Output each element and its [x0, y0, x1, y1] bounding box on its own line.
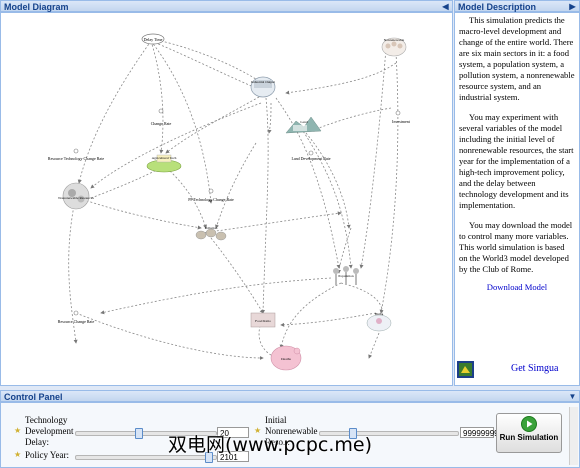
control-panel-title: Control Panel	[4, 392, 63, 402]
download-model-link[interactable]: Download Model	[486, 282, 548, 292]
node-industrial-output-label: Industrial Output	[251, 80, 275, 84]
run-simulation-button[interactable]: Run Simulation	[496, 413, 562, 453]
node-population[interactable]: Population	[333, 266, 359, 285]
model-description-title: Model Description	[458, 2, 537, 12]
initial-nonrenewable-label-line1: Initial	[265, 415, 287, 425]
policy-year-slider-thumb[interactable]	[205, 452, 214, 463]
description-paragraph-2: You may experiment with several variable…	[459, 112, 574, 210]
star-icon: ★	[14, 450, 22, 459]
initial-nonrenewable-input[interactable]: 999999999	[460, 427, 503, 438]
collapse-left-icon[interactable]: ◀	[442, 2, 449, 11]
initial-nonrenewable-label-line2: Nonrenewable	[265, 426, 318, 436]
get-simgua-link[interactable]: Get Simgua	[511, 363, 559, 374]
model-description-header: Model Description ▶	[454, 0, 580, 12]
model-diagram-header: Model Diagram ◀	[0, 0, 453, 12]
node-births-label: Births	[375, 312, 384, 316]
node-investment-label: Investment	[392, 119, 411, 124]
node-investment[interactable]: Investment	[392, 110, 411, 124]
diagram-links	[68, 40, 399, 360]
description-paragraph-1: This simulation predicts the macro-level…	[459, 15, 575, 102]
tech-delay-label-line2: Development	[25, 426, 74, 436]
node-pollution-label: Pollution	[205, 226, 218, 230]
node-agri-tech-label: Agricultural Tech	[152, 156, 177, 160]
policy-year-input[interactable]: 2101	[217, 451, 249, 462]
node-resource-tech-rate-label: Resource Technology Change Rate	[48, 156, 104, 161]
tech-delay-slider-thumb[interactable]	[135, 428, 144, 439]
node-delay-time-label: Delay Time	[144, 37, 163, 42]
node-change-rate-label: Change Rate	[151, 121, 172, 126]
node-resource-tech-rate[interactable]: Resource Technology Change Rate	[48, 148, 104, 161]
node-deaths[interactable]: Deaths	[270, 345, 302, 371]
collapse-right-icon[interactable]: ▶	[569, 2, 576, 11]
collapse-down-icon[interactable]: ▼	[568, 392, 577, 401]
watermark-text: 双电网(www.pcpc.me)	[168, 434, 372, 456]
star-icon: ★	[14, 426, 22, 435]
policy-year-label: Policy Year:	[25, 450, 70, 460]
node-deaths-label: Deaths	[281, 357, 291, 361]
tech-delay-input[interactable]: 20	[217, 427, 249, 438]
node-population-label: Population	[338, 274, 353, 278]
node-pp-tech-rate-label: PP Technology Change Rate	[188, 197, 234, 202]
tech-delay-label-line3: Delay:	[25, 437, 49, 447]
node-land-dev-rate[interactable]: Land Development Rate	[291, 150, 331, 161]
node-land[interactable]: Land	[285, 116, 322, 134]
node-births[interactable]: Births	[366, 312, 392, 332]
node-agri-tech[interactable]: Agricultural Tech	[146, 154, 182, 173]
play-icon	[521, 416, 537, 432]
initial-nonrenewable-slider[interactable]	[319, 428, 459, 439]
node-change-rate[interactable]: Change Rate	[151, 108, 172, 126]
control-panel: Technology ★ Development Delay: 20 ★ Pol…	[0, 402, 580, 468]
simgua-logo-icon[interactable]	[457, 361, 474, 378]
node-land-dev-rate-label: Land Development Rate	[291, 156, 330, 161]
node-resource-change-rate-label: Resource Change Rate	[58, 319, 95, 324]
model-description-panel: This simulation predicts the macro-level…	[454, 12, 580, 386]
control-panel-scrollbar[interactable]	[569, 407, 578, 465]
node-resource-change-rate[interactable]: Resource Change Rate	[58, 310, 95, 324]
description-paragraph-3: You may download the model to control ma…	[459, 220, 573, 274]
tech-delay-label-line1: Technology	[25, 415, 68, 425]
node-nonrenewable-resources-label: Nonrenewable Resources	[58, 196, 94, 200]
model-diagram-title: Model Diagram	[4, 2, 69, 12]
run-simulation-label: Run Simulation	[499, 433, 559, 442]
policy-year-slider[interactable]	[75, 452, 217, 463]
simgua-row: Get Simgua	[457, 359, 577, 381]
node-nonrenewable-resources[interactable]: Nonrenewable Resources	[58, 182, 94, 210]
star-icon: ★	[254, 426, 262, 435]
initial-nonrenewable-slider-thumb[interactable]	[348, 428, 357, 439]
diagram-svg: Delay Time Industrial Output Nonrenewabl…	[48, 33, 411, 371]
initial-nonrenewable-label-line3: Reso...	[265, 437, 290, 447]
node-food-ratio[interactable]: Food Ratio	[250, 312, 276, 328]
node-industrial-output[interactable]: Industrial Output	[250, 76, 276, 98]
control-panel-header: Control Panel ▼	[0, 390, 580, 402]
node-pp-tech-rate[interactable]: PP Technology Change Rate	[188, 188, 234, 202]
node-pollution[interactable]: Pollution	[195, 226, 227, 241]
node-land-label: Land	[300, 120, 307, 124]
node-nonrenewable-label: Nonrenewable	[384, 38, 405, 42]
node-food-ratio-label: Food Ratio	[255, 319, 271, 323]
node-nonrenewable[interactable]: Nonrenewable	[381, 37, 407, 57]
node-delay-time[interactable]: Delay Time	[141, 33, 165, 45]
tech-delay-slider[interactable]	[75, 428, 217, 439]
model-diagram-canvas[interactable]: Delay Time Industrial Output Nonrenewabl…	[0, 12, 453, 386]
